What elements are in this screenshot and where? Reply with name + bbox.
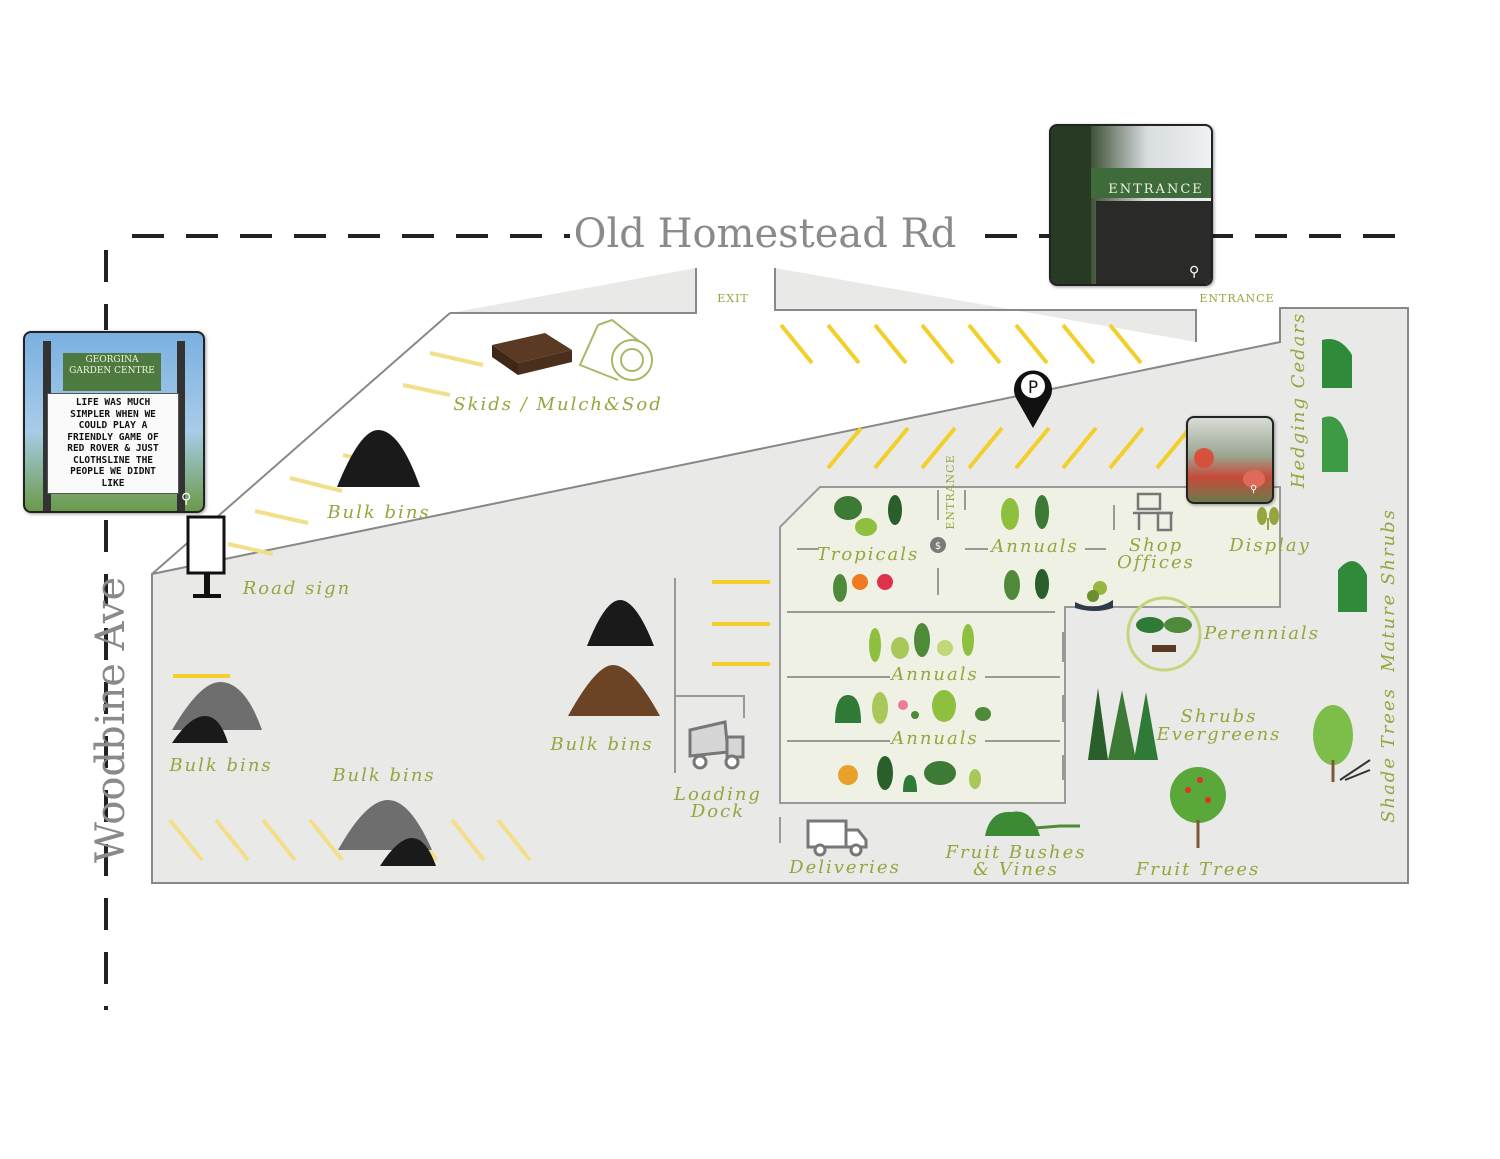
cement-truck-icon xyxy=(688,720,745,770)
label-fruit-bushes-line1: Fruit Bushes xyxy=(945,842,1087,863)
delivery-truck-icon xyxy=(806,819,868,857)
photo-entrance[interactable]: ENTRANCE ⚲ xyxy=(1049,124,1213,286)
fruit-bushes-icon xyxy=(985,811,1080,836)
bulk-pile-black-center xyxy=(587,600,654,646)
label-loading-dock-line2: Dock xyxy=(690,801,745,822)
sign-line: LIKE xyxy=(101,477,125,489)
sign-line: RED ROVER & JUST xyxy=(67,443,159,454)
parking-letter: P xyxy=(1028,378,1038,398)
sign-message-board: LIFE WAS MUCH SIMPLER WHEN WE COULD PLAY… xyxy=(47,393,179,494)
label-annuals-top: Annuals xyxy=(989,536,1079,557)
label-bulk-bins-left: Bulk bins xyxy=(168,755,272,776)
hedging-cedars-icon xyxy=(1322,339,1352,472)
sign-line: COULD PLAY A xyxy=(78,420,148,431)
pallet-icon xyxy=(492,333,572,375)
sign-line: LIFE WAS MUCH xyxy=(75,397,151,408)
magnifier-icon[interactable]: ⚲ xyxy=(1189,264,1200,280)
label-mature-shrubs: Mature Shrubs xyxy=(1378,508,1399,673)
label-bulk-bins-center: Bulk bins xyxy=(549,734,653,755)
label-shop-offices-line1: Shop xyxy=(1129,535,1183,556)
sign-line: CLOTHSLINE THE xyxy=(72,454,154,466)
magnifier-icon[interactable]: ⚲ xyxy=(181,491,192,507)
bulk-pile-black-top xyxy=(337,430,420,487)
perennials-icon xyxy=(1126,596,1202,672)
photo-road-sign[interactable]: GEORGINA GARDEN CENTRE LIFE WAS MUCH SIM… xyxy=(23,331,205,513)
label-perennials: Perennials xyxy=(1203,623,1320,644)
label-fruit-trees: Fruit Trees xyxy=(1135,859,1261,880)
parking-lines xyxy=(173,323,1192,678)
magnifier-icon[interactable]: ⚲ xyxy=(1250,484,1258,495)
greenhouse-area xyxy=(779,486,1281,804)
bulk-pile-grey-left xyxy=(172,682,262,743)
label-hedging-cedars: Hedging Cedars xyxy=(1288,312,1309,490)
sign-line: SIMPLER WHEN WE xyxy=(70,408,156,420)
annuals-top-plants-icon xyxy=(1001,495,1049,600)
photo-display[interactable]: ⚲ xyxy=(1186,416,1274,504)
mature-shrubs-icon xyxy=(1338,561,1367,612)
fruit-tree-icon xyxy=(1170,767,1226,848)
label-deliveries: Deliveries xyxy=(788,857,901,878)
bulk-pile-brown-center xyxy=(568,665,660,716)
label-display: Display xyxy=(1228,535,1311,556)
label-bulk-bins-bottom: Bulk bins xyxy=(331,765,435,786)
sod-roll-icon xyxy=(578,318,653,381)
sign-line: FRIENDLY GAME OF xyxy=(67,431,159,443)
office-desk-icon xyxy=(1133,492,1173,532)
parking-pin-icon xyxy=(1014,370,1052,428)
bottom-row-plants-icon xyxy=(838,756,981,792)
road-label-west: Woodbine Ave xyxy=(88,577,134,863)
label-shop-offices-line2: Offices xyxy=(1117,552,1195,573)
label-loading-dock-line1: Loading xyxy=(673,784,762,805)
label-skids: Skids / Mulch&Sod xyxy=(453,394,662,415)
greenhouse-walls xyxy=(779,490,1115,843)
road-label-north: Old Homestead Rd xyxy=(574,211,957,257)
evergreens-icon xyxy=(1088,688,1158,760)
label-fruit-bushes-line2: & Vines xyxy=(973,859,1059,880)
shade-tree-icon xyxy=(1313,705,1371,782)
bulk-pile-grey-bottom xyxy=(338,800,436,866)
entrance-sign: ENTRANCE xyxy=(1091,168,1211,198)
tropicals-plants-icon xyxy=(833,495,902,602)
exit-label: EXIT xyxy=(717,292,749,305)
entrance-label-building: ENTRANCE xyxy=(944,454,957,529)
road-sign-icon xyxy=(186,515,226,598)
loading-dock-walls xyxy=(674,578,745,773)
label-tropicals: Tropicals xyxy=(817,544,920,565)
annuals-low-plants-icon xyxy=(835,690,991,724)
label-shade-trees: Shade Trees xyxy=(1378,687,1399,823)
cashier-icon xyxy=(930,537,946,553)
annuals-mid-plants-icon xyxy=(869,623,974,662)
hand-plant-icon xyxy=(1075,581,1113,611)
label-road-sign: Road sign xyxy=(242,578,351,599)
cashier-symbol: $ xyxy=(935,541,941,552)
entrance-label-top: ENTRANCE xyxy=(1199,292,1274,305)
label-bulk-bins-top: Bulk bins xyxy=(326,502,430,523)
label-annuals-low: Annuals xyxy=(889,728,979,749)
sign-header: GEORGINA GARDEN CENTRE xyxy=(63,353,161,391)
label-shrubs-line1: Shrubs xyxy=(1181,706,1258,727)
label-annuals-mid: Annuals xyxy=(889,664,979,685)
sign-line: PEOPLE WE DIDNT xyxy=(70,466,156,477)
label-shrubs-line2: Evergreens xyxy=(1156,724,1282,745)
display-plant-icon xyxy=(1257,507,1279,530)
